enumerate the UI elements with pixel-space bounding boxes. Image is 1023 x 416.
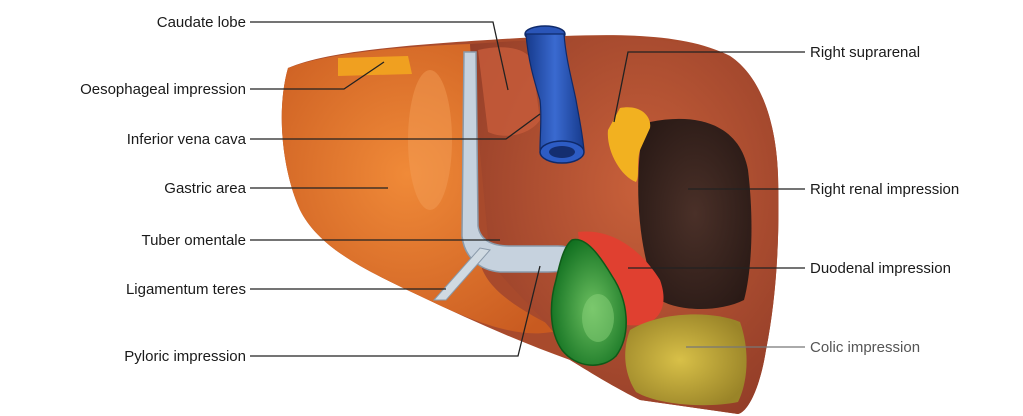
- label-caudate-lobe: Caudate lobe: [157, 14, 246, 31]
- left-lobe-highlight: [408, 70, 452, 210]
- label-inferior-vena-cava: Inferior vena cava: [127, 131, 247, 148]
- gallbladder-highlight: [582, 294, 614, 342]
- label-tuber-omentale: Tuber omentale: [141, 232, 246, 249]
- label-right-suprarenal: Right suprarenal: [810, 44, 920, 61]
- ivc-lumen: [549, 146, 575, 158]
- label-pyloric-impression: Pyloric impression: [124, 348, 246, 365]
- label-ligamentum-teres: Ligamentum teres: [126, 281, 246, 298]
- label-duodenal-impression: Duodenal impression: [810, 260, 951, 277]
- label-right-renal-impression: Right renal impression: [810, 181, 959, 198]
- label-gastric-area: Gastric area: [164, 180, 246, 197]
- colic-impression-area: [625, 314, 746, 405]
- oesophageal-impression-patch: [338, 56, 412, 76]
- label-colic-impression: Colic impression: [810, 339, 920, 356]
- label-oesophageal-impression: Oesophageal impression: [80, 81, 246, 98]
